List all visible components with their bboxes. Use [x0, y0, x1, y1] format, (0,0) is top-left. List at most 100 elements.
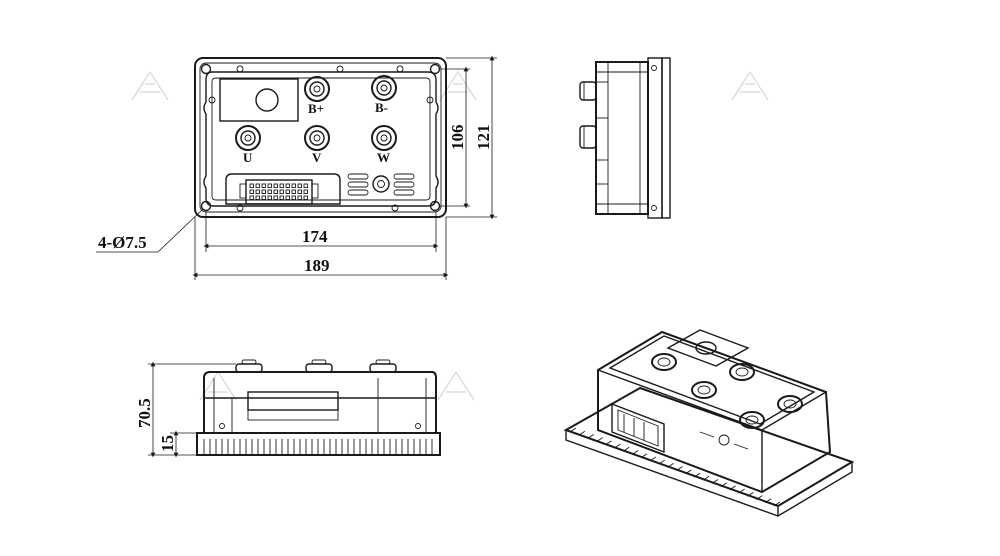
iso-heatsink-fin — [773, 501, 781, 507]
dim-width-inner: 174 — [302, 227, 328, 246]
connector-pin — [255, 195, 260, 200]
mounting-hole-tr — [429, 63, 441, 75]
connector-pin — [261, 189, 266, 194]
connector-pin — [279, 183, 284, 188]
iso-heatsink-fin — [631, 450, 639, 455]
connector-pin — [285, 189, 290, 194]
bottom-terminal-3 — [369, 359, 397, 373]
terminal-b-minus: B- — [371, 75, 397, 115]
bottom-side-view — [196, 359, 441, 456]
isometric-view — [563, 329, 855, 517]
connector-pin — [267, 195, 272, 200]
watermark-logo-right — [731, 70, 769, 101]
connector-pin — [285, 195, 290, 200]
terminal-b-plus: B+ — [304, 76, 330, 116]
iso-terminal-3 — [691, 381, 717, 399]
connector-pin — [255, 183, 260, 188]
iso-heatsink-fin — [587, 434, 594, 439]
iso-heatsink-fin — [596, 437, 603, 443]
terminal-label-u: U — [243, 150, 253, 165]
label-window — [219, 78, 299, 122]
connector-pin — [297, 189, 302, 194]
iso-heatsink-fin — [605, 440, 612, 446]
dim-height-inner: 106 — [448, 125, 467, 151]
connector-pin — [303, 183, 308, 188]
status-indicator — [347, 173, 415, 196]
front-view-dimensions: 174 189 106 121 4-Ø7.5 — [96, 55, 497, 280]
dim-height-outer: 121 — [474, 125, 493, 151]
iso-heatsink-fin — [676, 466, 683, 471]
front-view: B+ B- U V W — [194, 57, 447, 218]
iso-heatsink-fin — [658, 459, 665, 465]
iso-heatsink-fin — [685, 469, 692, 475]
dim-hole-callout: 4-Ø7.5 — [98, 233, 147, 252]
iso-heatsink-fin — [756, 495, 763, 500]
iso-terminal-2 — [729, 363, 755, 381]
watermark-logo-left — [131, 70, 169, 101]
side-view — [579, 57, 671, 219]
iso-terminal-5 — [777, 395, 803, 413]
connector-pin — [249, 183, 254, 188]
iso-heatsink-fin — [747, 491, 754, 497]
watermark-logo-bottom-mid — [437, 370, 475, 401]
iso-heatsink-fin — [693, 472, 701, 478]
connector-pin — [297, 195, 302, 200]
iso-heatsink-fin — [622, 446, 630, 452]
connector-pin — [303, 189, 308, 194]
connector-pin — [297, 183, 302, 188]
iso-heatsink-fin — [711, 479, 719, 484]
connector-pin — [267, 189, 272, 194]
mounting-hole-tl — [200, 63, 212, 75]
mounting-hole-br — [429, 200, 441, 212]
signal-connector — [225, 173, 341, 205]
terminal-label-b-minus: B- — [375, 100, 388, 115]
iso-heatsink-fin — [578, 430, 586, 436]
bottom-view-dimensions: 70.5 15 — [135, 361, 236, 458]
side-terminal-bottom — [579, 125, 597, 149]
connector-pin — [291, 195, 296, 200]
iso-heatsink-fin — [649, 456, 657, 462]
connector-pin — [273, 183, 278, 188]
terminal-v: V — [304, 125, 330, 165]
iso-heatsink-fin — [764, 498, 772, 504]
connector-pin — [291, 183, 296, 188]
side-terminal-top — [579, 81, 597, 101]
connector-pin — [279, 195, 284, 200]
bottom-terminal-2 — [305, 359, 333, 373]
connector-pin — [249, 189, 254, 194]
connector-pin — [303, 195, 308, 200]
connector-pin — [291, 189, 296, 194]
terminal-label-b-plus: B+ — [308, 101, 324, 116]
connector-pin — [249, 195, 254, 200]
iso-heatsink-fin — [569, 427, 577, 433]
dim-width-outer: 189 — [304, 256, 330, 275]
iso-heatsink-fin — [720, 482, 728, 488]
connector-pin — [267, 183, 272, 188]
connector-pin — [285, 183, 290, 188]
iso-heatsink-fin — [614, 443, 621, 449]
dim-side-height: 70.5 — [135, 398, 154, 428]
bottom-terminal-1 — [235, 359, 263, 373]
mounting-hole-bl — [200, 200, 212, 212]
terminal-w: W — [371, 125, 397, 165]
iso-heatsink-fin — [729, 485, 736, 491]
dim-base-height: 15 — [158, 435, 177, 452]
watermark-logo-bottom-left — [199, 370, 237, 401]
terminal-u: U — [235, 125, 261, 165]
connector-pin — [255, 189, 260, 194]
terminal-label-v: V — [312, 150, 322, 165]
connector-pin — [261, 195, 266, 200]
connector-pin — [261, 183, 266, 188]
iso-heatsink-fin — [667, 463, 674, 468]
connector-pin — [273, 189, 278, 194]
iso-terminal-4 — [739, 411, 765, 429]
iso-terminal-1 — [651, 353, 677, 371]
iso-heatsink-fin — [640, 453, 648, 459]
terminal-label-w: W — [377, 150, 390, 165]
connector-pin — [273, 195, 278, 200]
iso-heatsink-fin — [702, 475, 710, 481]
iso-signal-connector — [611, 402, 665, 454]
connector-pin — [279, 189, 284, 194]
iso-heatsink-fin — [738, 488, 745, 494]
